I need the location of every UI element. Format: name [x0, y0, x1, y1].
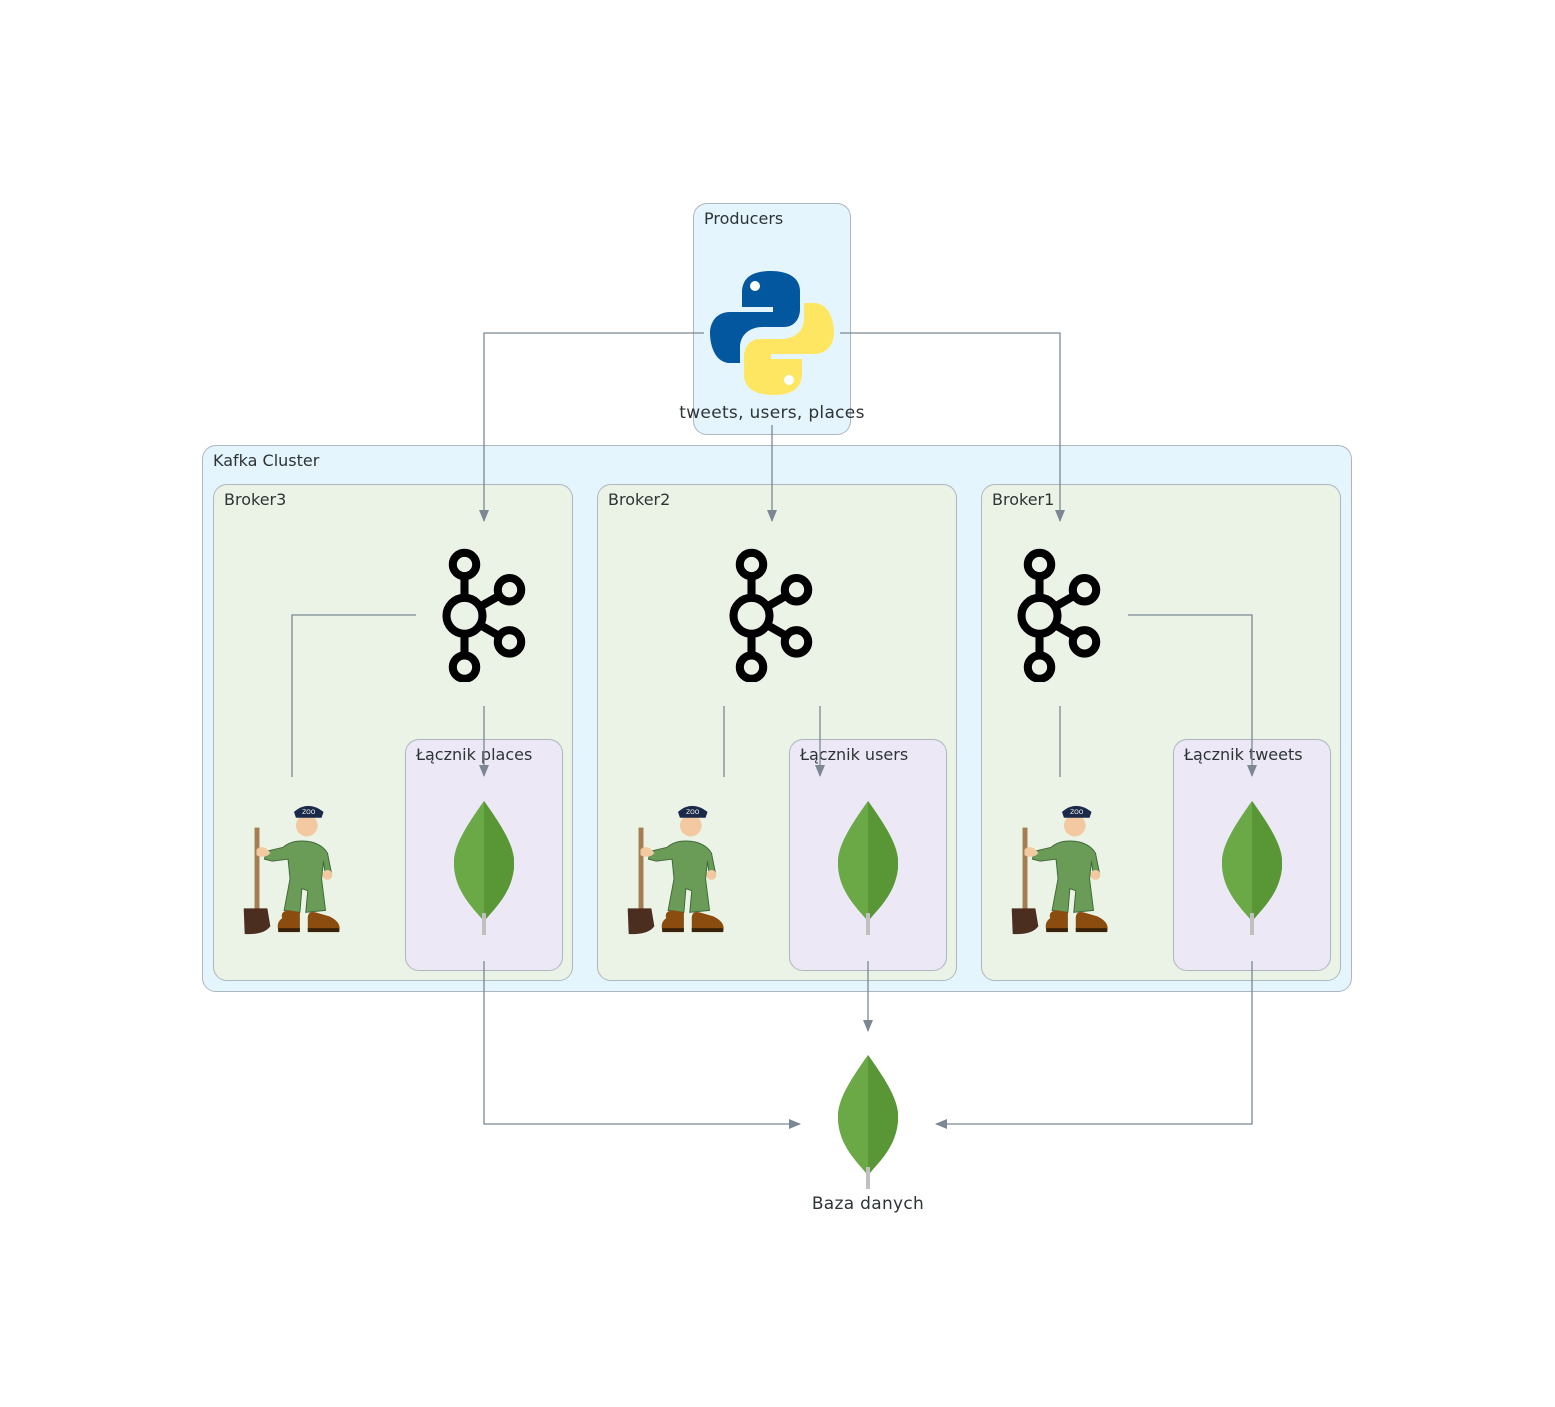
broker3-label: Broker3	[224, 490, 287, 509]
kafka-cluster-label: Kafka Cluster	[213, 451, 320, 470]
mongodb-icon	[838, 801, 898, 937]
kafka-icon	[442, 546, 532, 682]
edge-places-db	[483, 961, 801, 1129]
zookeeper-icon	[242, 800, 342, 938]
broker1-label: Broker1	[992, 490, 1055, 509]
connector-tweets-label: Łącznik tweets	[1184, 745, 1303, 764]
connector-users-label: Łącznik users	[800, 745, 909, 764]
database-mongodb-icon	[838, 1055, 898, 1191]
producers-cluster-label: Producers	[704, 209, 784, 228]
edge-broker3-zookeeper	[291, 614, 416, 777]
broker2-label: Broker2	[608, 490, 671, 509]
connector-places-label: Łącznik places	[416, 745, 533, 764]
mongodb-icon	[1222, 801, 1282, 937]
zookeeper-icon	[1010, 800, 1110, 938]
python-icon	[710, 271, 834, 395]
mongodb-icon	[454, 801, 514, 937]
edge-broker1-connector	[1128, 614, 1257, 777]
producers-node-label: tweets, users, places	[679, 403, 865, 423]
kafka-icon	[729, 546, 819, 682]
kafka-icon	[1017, 546, 1107, 682]
edge-tweets-db	[935, 961, 1253, 1129]
edge-producer-broker3	[479, 332, 704, 522]
zookeeper-icon	[626, 800, 726, 938]
edge-producer-broker1	[840, 332, 1065, 522]
database-label: Baza danych	[811, 1194, 925, 1214]
